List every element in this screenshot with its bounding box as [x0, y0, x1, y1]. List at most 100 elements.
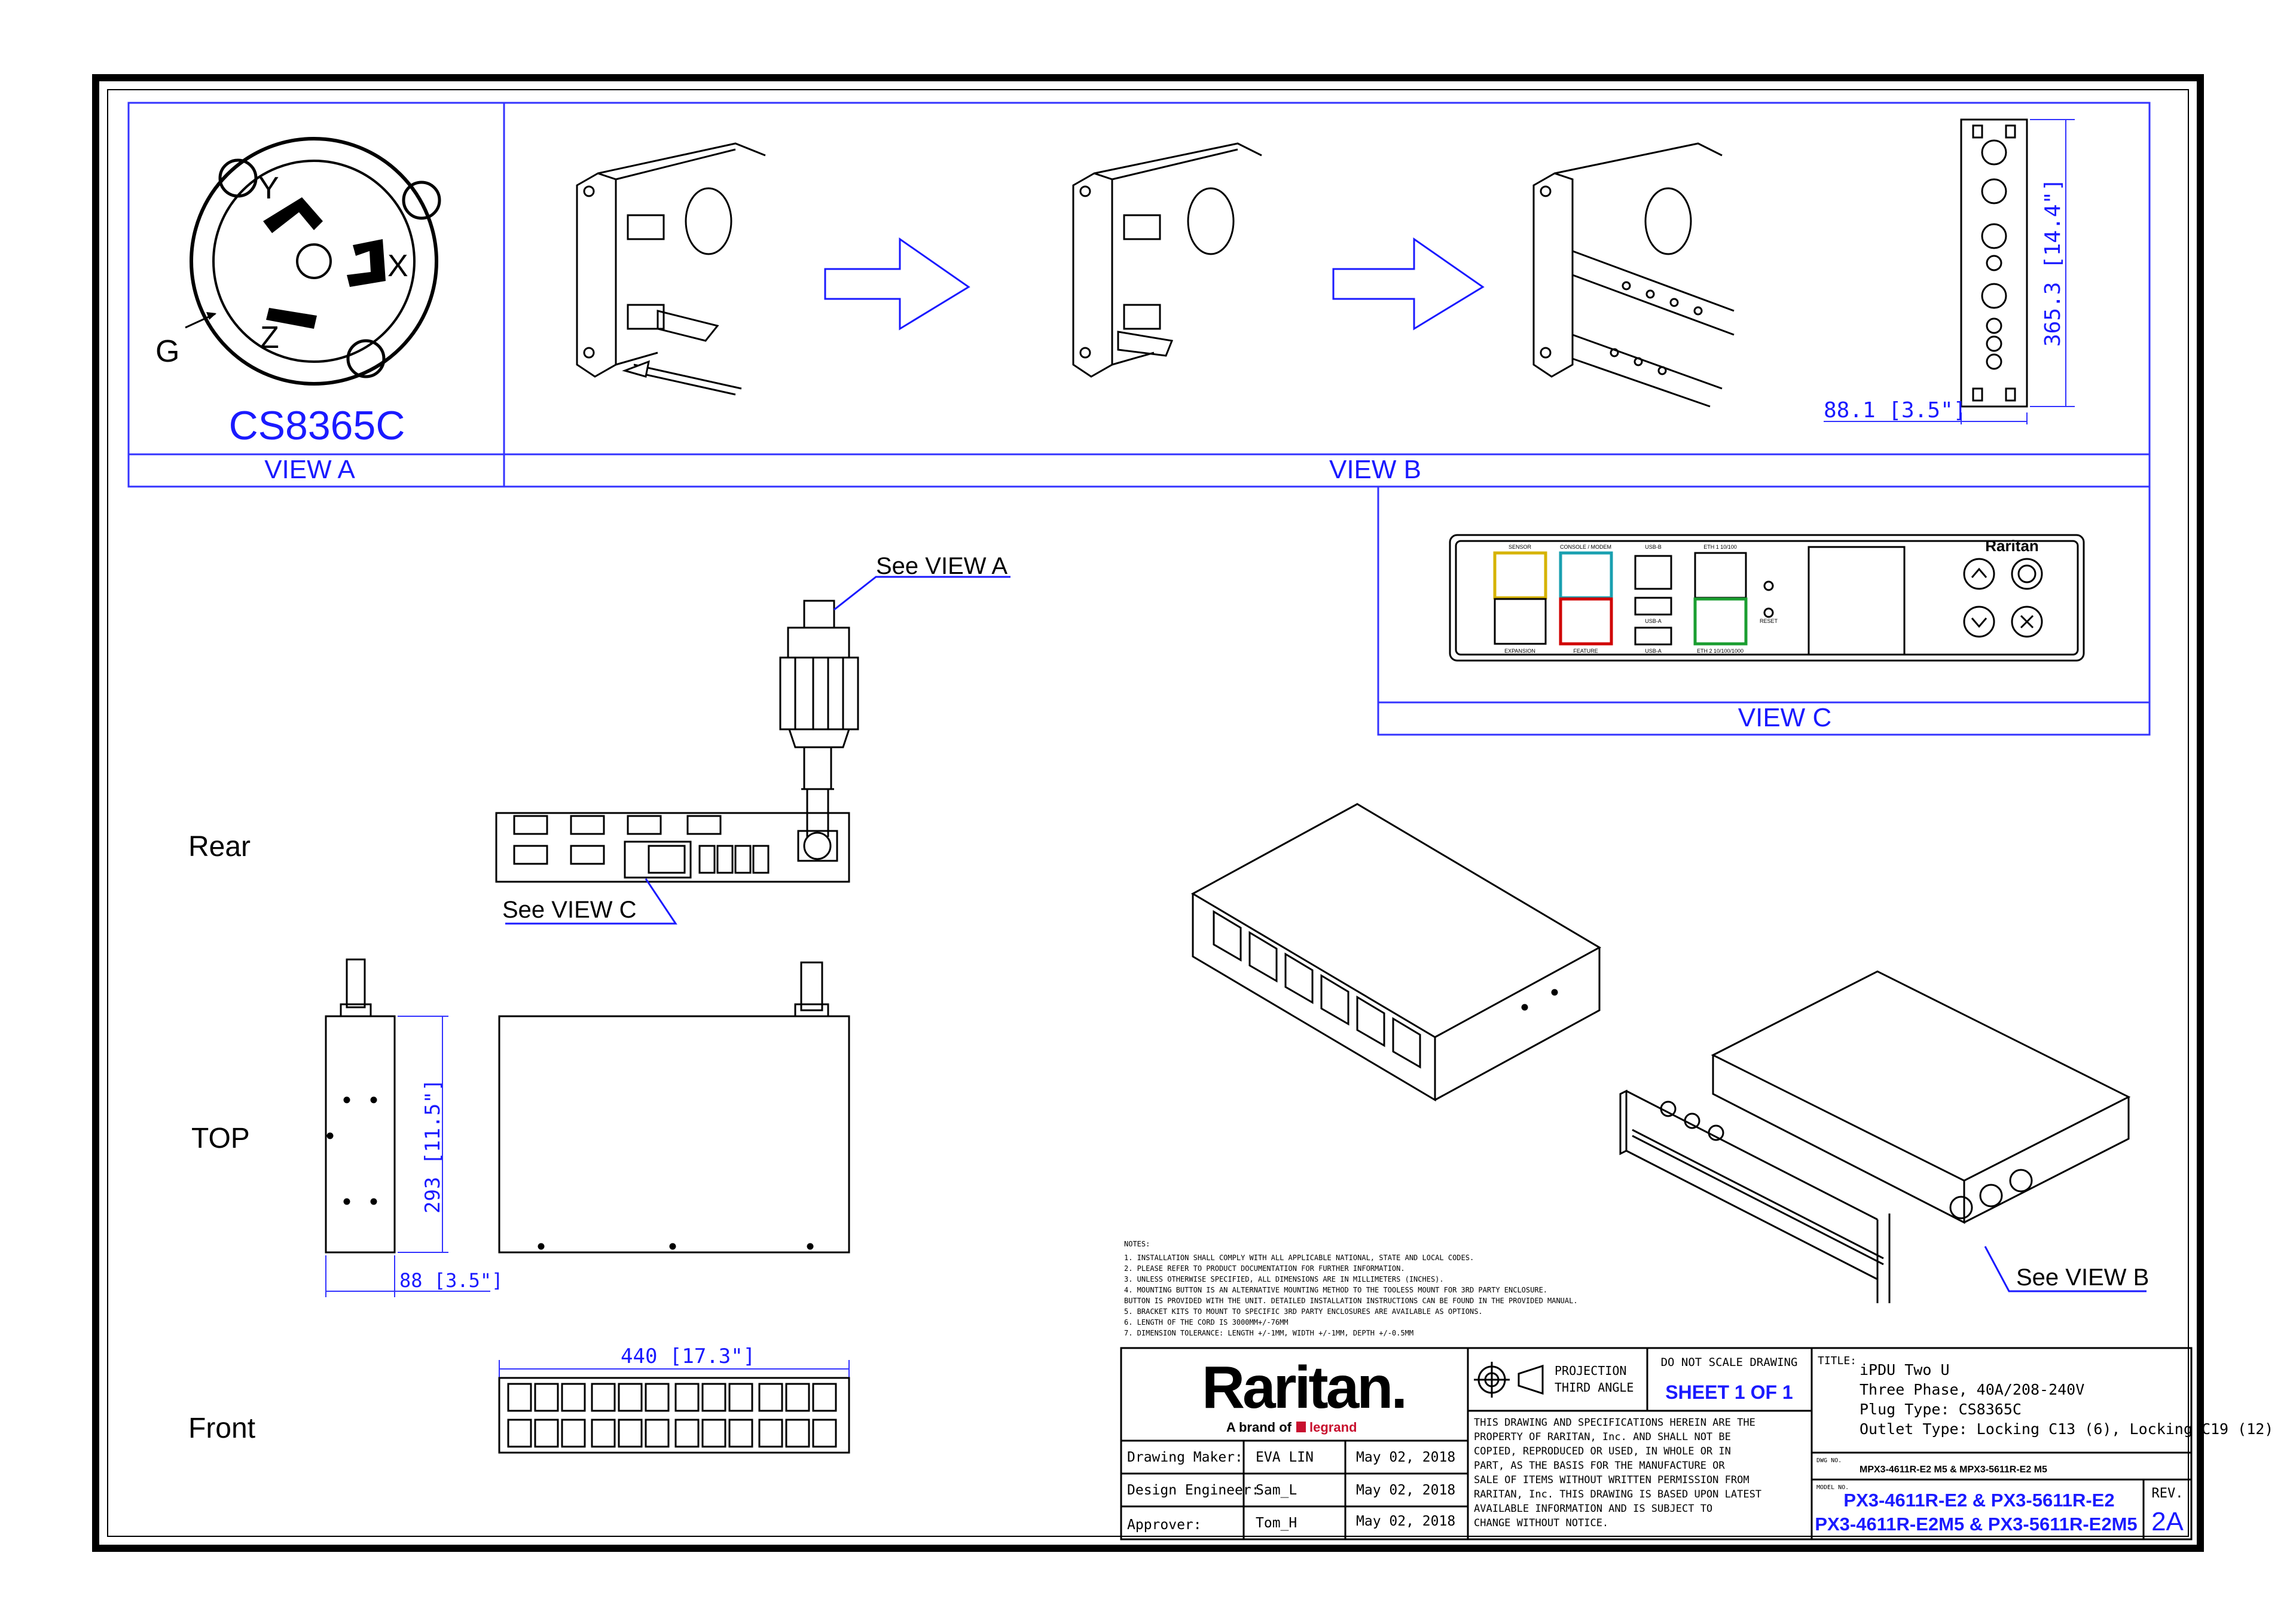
- note-line-4: 4. MOUNTING BUTTON IS AN ALTERNATIVE MOU…: [1124, 1286, 1547, 1294]
- view-c-title: VIEW C: [1738, 703, 1831, 732]
- raritan-logo: Raritan.: [1202, 1354, 1405, 1421]
- rear-view: [495, 812, 850, 883]
- controller-panel: [1449, 534, 2085, 662]
- svg-text:PART, AS THE BASIS FOR THE MAN: PART, AS THE BASIS FOR THE MANUFACTURE O…: [1474, 1460, 1725, 1472]
- see-view-b-leader: [1984, 1246, 2147, 1292]
- see-view-c-callout: See VIEW C: [502, 897, 637, 923]
- notes-block: NOTES: 1. INSTALLATION SHALL COMPLY WITH…: [1124, 1240, 1578, 1337]
- plug-model-label: CS8365C: [229, 403, 405, 448]
- view-b-title: VIEW B: [1329, 455, 1421, 484]
- isometric-pdu-on-rails: [1619, 970, 2131, 1303]
- port-label-eth2: ETH 2 10/100/1000: [1697, 648, 1744, 654]
- front-view-label: Front: [188, 1413, 255, 1444]
- note-line-6: 5. BRACKET KITS TO MOUNT TO SPECIFIC 3RD…: [1124, 1307, 1483, 1316]
- rear-panel-elevation: [1960, 118, 2028, 408]
- panel-brand: Raritan: [1985, 537, 2039, 555]
- top-view-dimension-lines: [325, 1016, 490, 1297]
- drawing-maker-name: EVA LIN: [1256, 1450, 1314, 1465]
- model-number-line-1: PX3-4611R-E2 & PX3-5611R-E2: [1843, 1490, 2114, 1511]
- note-line-2: 2. PLEASE REFER TO PRODUCT DOCUMENTATION…: [1124, 1264, 1405, 1273]
- arrow-step-2: [1332, 237, 1485, 331]
- front-view: [498, 1377, 850, 1454]
- port-label-console: CONSOLE / MODEM: [1560, 544, 1611, 550]
- drawing-maker-role: Drawing Maker:: [1127, 1450, 1243, 1465]
- top-view-plan: [498, 961, 850, 1254]
- svg-text:SALE OF ITEMS WITHOUT WRITTEN: SALE OF ITEMS WITHOUT WRITTEN PERMISSION…: [1474, 1474, 1750, 1486]
- pin-label-g: G: [155, 334, 179, 369]
- pin-x-blade: [347, 239, 386, 287]
- port-label-sensor: SENSOR: [1509, 544, 1532, 550]
- mounting-step-2: [1072, 142, 1262, 378]
- brand-line-a: A brand of: [1226, 1420, 1292, 1435]
- legrand-mark: [1296, 1422, 1306, 1432]
- svg-text:COPIED, REPRODUCED OR USED, IN: COPIED, REPRODUCED OR USED, IN WHOLE OR …: [1474, 1445, 1731, 1457]
- plug-and-cord: [779, 600, 859, 837]
- view-frames: [127, 102, 2151, 736]
- do-not-scale-label: DO NOT SCALE DRAWING: [1661, 1356, 1798, 1369]
- title-line-1: iPDU Two U: [1860, 1361, 1950, 1379]
- sheet-number: SHEET 1 OF 1: [1665, 1381, 1793, 1403]
- note-line-5: BUTTON IS PROVIDED WITH THE UNIT. DETAIL…: [1124, 1297, 1578, 1305]
- sheet-outer-border: [92, 74, 2204, 1552]
- top-width-dimension: 88 [3.5"]: [399, 1269, 503, 1292]
- model-number-line-2: PX3-4611R-E2M5 & PX3-5611R-E2M5: [1815, 1514, 2137, 1535]
- notes-heading: NOTES:: [1124, 1240, 1150, 1248]
- port-label-reset: RESET: [1760, 618, 1778, 624]
- third-angle-projection-icon: [1474, 1362, 1544, 1398]
- isometric-pdu: [1190, 803, 1602, 1102]
- view-b-dimension-lines: [1824, 119, 2075, 424]
- approver-date: May 02, 2018: [1356, 1514, 1455, 1529]
- design-engineer-name: Sam_L: [1256, 1483, 1297, 1498]
- port-label-usb-b: USB-B: [1645, 544, 1662, 550]
- note-line-8: 7. DIMENSION TOLERANCE: LENGTH +/-1MM, W…: [1124, 1329, 1413, 1337]
- see-view-b-callout: See VIEW B: [2016, 1264, 2149, 1291]
- rear-view-label: Rear: [188, 831, 251, 863]
- port-label-usb-a1: USB-A: [1645, 618, 1662, 624]
- svg-text:AVAILABLE INFORMATION AND IS S: AVAILABLE INFORMATION AND IS SUBJECT TO: [1474, 1503, 1712, 1515]
- mounting-step-1: [576, 142, 766, 396]
- top-view-side: [325, 958, 396, 1254]
- projection-label-1: PROJECTION: [1555, 1364, 1626, 1378]
- title-block-grid: [1120, 1347, 2193, 1541]
- front-width-dimension: 440 [17.3"]: [621, 1344, 755, 1368]
- see-view-a-leader: [833, 576, 1010, 611]
- property-notice: THIS DRAWING AND SPECIFICATIONS HEREIN A…: [1474, 1417, 1761, 1529]
- svg-text:PROPERTY OF RARITAN, Inc. AND: PROPERTY OF RARITAN, Inc. AND SHALL NOT …: [1474, 1431, 1731, 1443]
- pin-y-blade: [263, 197, 323, 233]
- projection-label-2: THIRD ANGLE: [1555, 1380, 1634, 1395]
- approver-role: Approver:: [1127, 1517, 1202, 1533]
- revision-label: REV.: [2152, 1486, 2184, 1501]
- design-engineer-date: May 02, 2018: [1356, 1483, 1455, 1498]
- svg-text:CHANGE WITHOUT NOTICE.: CHANGE WITHOUT NOTICE.: [1474, 1517, 1608, 1529]
- pin-label-z: Z: [260, 320, 279, 355]
- revision-value: 2A: [2151, 1507, 2184, 1536]
- svg-text:RARITAN, Inc. THIS DRAWING IS: RARITAN, Inc. THIS DRAWING IS BASED UPON…: [1474, 1488, 1761, 1500]
- approver-name: Tom_H: [1256, 1515, 1297, 1531]
- view-b-width-dimension: 88.1 [3.5"]: [1824, 398, 1966, 423]
- front-view-dimension-lines: [499, 1360, 850, 1378]
- drawing-maker-date: May 02, 2018: [1356, 1450, 1455, 1465]
- plug-face-view-a: [185, 137, 441, 386]
- sheet-inner-border: [107, 89, 2189, 1537]
- title-line-3: Plug Type: CS8365C: [1860, 1401, 2022, 1418]
- brand-line-b: legrand: [1309, 1420, 1357, 1435]
- port-label-usb-a2: USB-A: [1645, 648, 1662, 654]
- port-label-feature: FEATURE: [1573, 648, 1598, 654]
- note-line-3: 3. UNLESS OTHERWISE SPECIFIED, ALL DIMEN…: [1124, 1275, 1444, 1283]
- see-view-c-leader: [505, 878, 677, 925]
- title-label: TITLE:: [1818, 1355, 1857, 1367]
- dwg-no-label: DWG NO.: [1816, 1457, 1842, 1464]
- model-no-label: MODEL NO.: [1816, 1484, 1849, 1491]
- svg-text:THIS DRAWING AND SPECIFICATION: THIS DRAWING AND SPECIFICATIONS HEREIN A…: [1474, 1417, 1755, 1429]
- design-engineer-role: Design Engineer:: [1127, 1483, 1260, 1498]
- title-line-2: Three Phase, 40A/208-240V: [1860, 1381, 2084, 1398]
- port-label-expansion: EXPANSION: [1504, 648, 1535, 654]
- mounting-step-3: [1532, 142, 1735, 408]
- port-label-eth1: ETH 1 10/100: [1703, 544, 1737, 550]
- view-a-title: VIEW A: [264, 455, 355, 484]
- view-b-height-dimension: 365.3 [14.4"]: [2041, 178, 2065, 347]
- pin-z-blade: [266, 308, 317, 329]
- title-line-4: Outlet Type: Locking C13 (6), Locking C1…: [1860, 1420, 2273, 1438]
- note-line-1: 1. INSTALLATION SHALL COMPLY WITH ALL AP…: [1124, 1254, 1474, 1262]
